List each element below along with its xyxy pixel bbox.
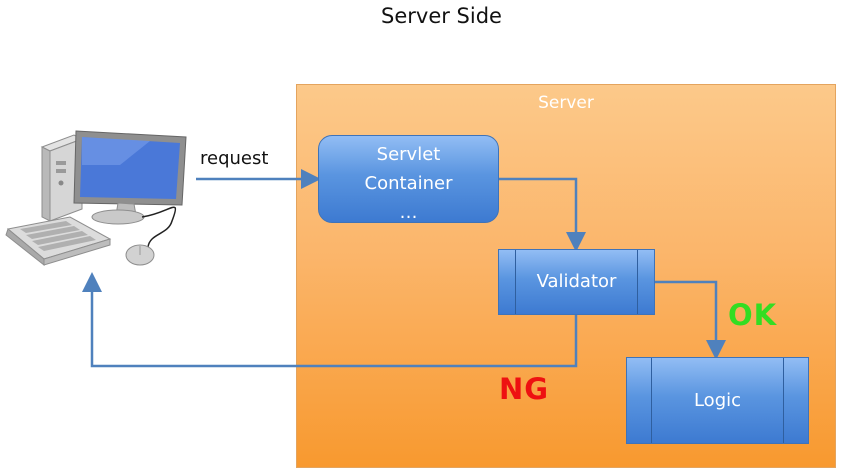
logic-left-bar — [651, 358, 652, 443]
servlet-container-line-1: Servlet — [376, 144, 441, 165]
servlet-container-line-3: … — [399, 202, 418, 223]
ng-label: NG — [499, 372, 550, 406]
diagram-title: Server Side — [381, 4, 502, 28]
validator-label: Validator — [536, 271, 617, 292]
validator-node: Validator — [498, 249, 655, 315]
logic-node: Logic — [626, 357, 809, 444]
desktop-computer-icon — [5, 130, 187, 267]
server-label: Server — [538, 93, 594, 113]
logic-label: Logic — [693, 390, 742, 411]
logic-right-bar — [783, 358, 784, 443]
ok-arrow — [655, 280, 726, 360]
validator-right-bar — [637, 250, 638, 314]
servlet-container-line-2: Container — [364, 173, 453, 194]
ng-arrow — [82, 272, 578, 368]
servlet-container-node: Servlet Container … — [318, 135, 499, 223]
ok-label: OK — [728, 298, 778, 332]
servlet-to-validator-arrow — [499, 177, 586, 252]
validator-left-bar — [515, 250, 516, 314]
request-label: request — [200, 148, 269, 169]
